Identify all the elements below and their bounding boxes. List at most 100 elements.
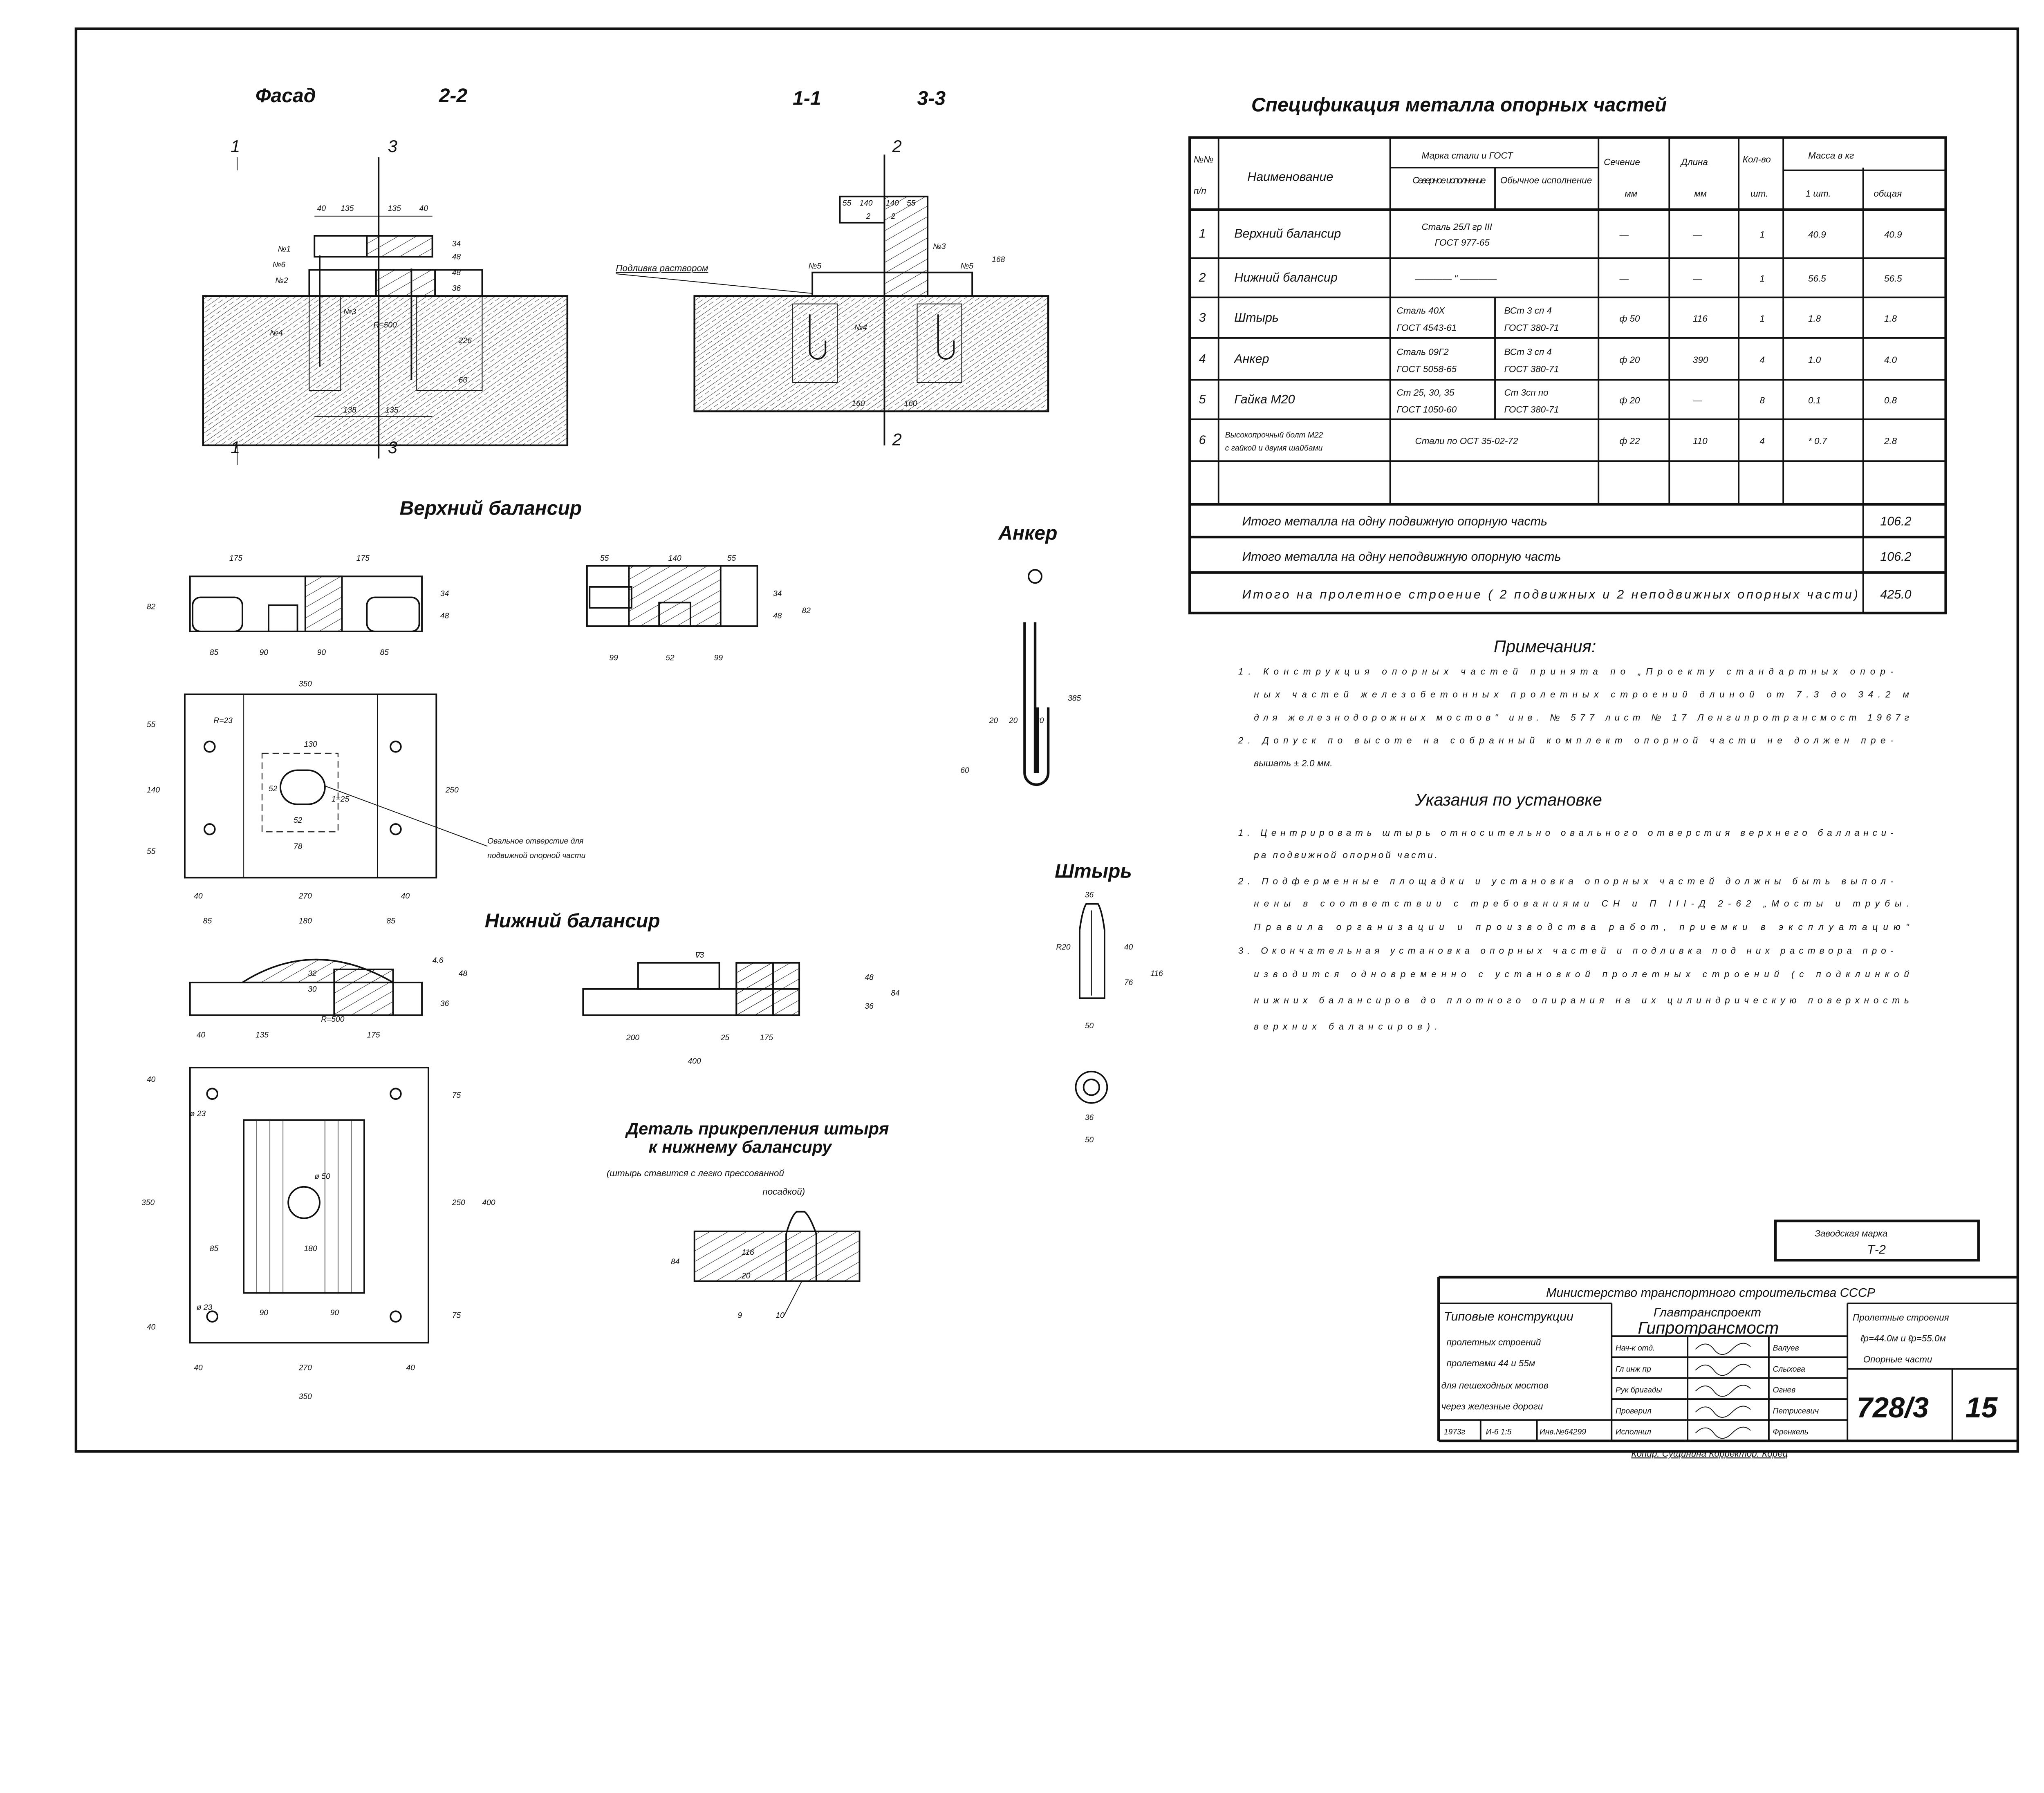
header-normal: Обычное исполнение <box>1500 175 1592 186</box>
lower-balancer-title: Нижний балансир <box>485 910 660 932</box>
row-section: — <box>1619 230 1629 240</box>
dim-label: 84 <box>671 1258 679 1266</box>
row-name: с гайкой и двумя шайбами <box>1225 444 1323 453</box>
section-mark-1-top: 1 <box>231 137 240 156</box>
dim-label: 32 <box>308 969 317 978</box>
row-number: 1 <box>1199 227 1206 241</box>
dim-label: 130 <box>304 740 317 749</box>
dim-label: 116 <box>742 1249 754 1257</box>
dim-label: 52 <box>294 816 303 825</box>
instruction-line: нижних балансиров до плотного опирания н… <box>1254 995 1909 1005</box>
row-steel-normal: ГОСТ 380-71 <box>1504 364 1559 374</box>
total-label: Итого металла на одну подвижную опорную … <box>1242 514 1547 528</box>
header-steel: Марка стали и ГОСТ <box>1422 150 1514 161</box>
section-2-2-title: 2-2 <box>439 85 468 107</box>
title-block: Министерство транспортного строительства… <box>1437 1276 2018 1459</box>
dim-label: 90 <box>260 649 269 657</box>
row-name: Штырь <box>1234 311 1279 325</box>
dim-label: 400 <box>688 1057 701 1066</box>
dim-label: 135 <box>388 204 401 213</box>
header-mass-one: 1 шт. <box>1806 188 1831 199</box>
dim-label: 350 <box>299 680 312 688</box>
dim-label: 85 <box>387 917 396 926</box>
project-title-line: пролетных строений <box>1446 1337 1541 1348</box>
detail-view: 84 116 20 9 10 <box>671 1211 861 1320</box>
dim-label: 175 <box>367 1031 380 1039</box>
dim-label: 9 <box>737 1311 742 1320</box>
drawing-sheet: Фасад 2-2 1-1 3-3 1 3 1 3 40 135 135 40 … <box>74 27 2019 1459</box>
instruction-line: 3. Окончательная установка опорных часте… <box>1238 945 1894 956</box>
dim-label: 180 <box>304 1245 317 1253</box>
project-title-line: пролетами 44 и 55м <box>1446 1358 1535 1368</box>
instruction-line: 2. Подферменные площадки и установка опо… <box>1238 876 1894 886</box>
part-mark: №1 <box>278 245 291 253</box>
header-num: №№ <box>1194 154 1214 164</box>
dim-label: 55 <box>600 554 609 563</box>
anchor-view: 20 20 20 385 60 <box>960 569 1081 786</box>
dim-label: 48 <box>440 612 449 620</box>
grout-label: Подливка раствором <box>616 263 708 273</box>
header-qty: Кол-во <box>1743 154 1771 164</box>
dim-label: 55 <box>147 848 156 856</box>
dim-label: 40 <box>147 1323 156 1332</box>
row-section: ф 50 <box>1620 313 1640 324</box>
signature <box>1695 1343 1751 1355</box>
section-1-1-view: 2 2 55 140 140 55 2 2 160 160 168 №5 №5 … <box>616 137 1049 449</box>
sheet-title-line: ℓр=44.0м и ℓр=55.0м <box>1860 1333 1946 1343</box>
dim-label: 36 <box>1085 1113 1094 1122</box>
row-steel-normal: ГОСТ 380-71 <box>1504 405 1559 415</box>
spec-title: Спецификация металла опорных частей <box>1251 94 1667 116</box>
instruction-line: Правила организации и производства работ… <box>1254 922 1910 932</box>
dim-label: 36 <box>1085 891 1094 900</box>
dim-label: 55 <box>843 199 852 208</box>
total-value: 106.2 <box>1880 550 1911 564</box>
lower-balancer-views: 40 135 175 R=500 32 30 36 48 4.6 200 25 … <box>141 951 900 1401</box>
row-length: 390 <box>1693 355 1708 365</box>
row-mass-one: 1.8 <box>1808 313 1821 324</box>
part-mark: №5 <box>809 262 822 271</box>
dim-label: R20 <box>1056 943 1071 952</box>
facade-title: Фасад <box>256 85 316 107</box>
row-number: 3 <box>1199 311 1206 325</box>
header-north: Северное исполнение <box>1412 175 1486 186</box>
dim-label: 226 <box>458 337 472 345</box>
dim-label: 40 <box>401 892 410 901</box>
part-mark: №3 <box>343 308 356 316</box>
total-value: 425.0 <box>1880 588 1911 602</box>
row-section: ф 20 <box>1620 395 1640 405</box>
dim-label: 135 <box>385 406 398 415</box>
dim-label: 75 <box>452 1091 461 1100</box>
dim-label: 34 <box>773 589 782 598</box>
signature <box>1695 1406 1751 1418</box>
section-mark-2-bottom: 2 <box>892 430 902 449</box>
instruction-line: изводится одновременно с установкой прол… <box>1254 969 1909 979</box>
sheet-frame <box>74 27 2019 1453</box>
dim-label: 20 <box>741 1272 751 1280</box>
note-line: ных частей железобетонных пролетных стро… <box>1254 689 1909 700</box>
dim-label: ø 50 <box>314 1173 330 1181</box>
total-label: Итого металла на одну неподвижную опорну… <box>1242 550 1561 564</box>
dim-label: 250 <box>452 1199 465 1207</box>
dim-label: 76 <box>1124 978 1133 987</box>
dim-label: 135 <box>341 204 354 213</box>
row-qty: 1 <box>1759 230 1764 240</box>
project-title-line: для пешеходных мостов <box>1441 1380 1549 1390</box>
dim-label: 85 <box>210 649 219 657</box>
org-name: Главтранспроект <box>1654 1305 1761 1319</box>
dim-label: R=500 <box>321 1015 344 1024</box>
dim-label: 48 <box>459 969 468 978</box>
note-line: 2. Допуск по высоте на собранный комплек… <box>1238 735 1894 745</box>
note-line: для железнодорожных мостов" инв. № 577 л… <box>1254 712 1909 723</box>
dim-label: 10 <box>775 1311 784 1320</box>
row-mass-total: 40.9 <box>1884 230 1902 240</box>
dim-label: 135 <box>343 406 356 415</box>
oval-hole-label-2: подвижной опорной части <box>487 851 585 860</box>
signatory-name: Огнев <box>1773 1386 1796 1395</box>
role-label: Проверил <box>1616 1407 1652 1415</box>
header-qty-unit: шт. <box>1750 188 1768 199</box>
row-steel: ———— " ———— <box>1415 273 1497 284</box>
row-mass-total: 4.0 <box>1884 355 1897 365</box>
row-steel-north: ГОСТ 4543-61 <box>1397 322 1457 333</box>
row-mass-total: 0.8 <box>1884 395 1897 405</box>
institute-name: Гипротрансмост <box>1638 1318 1779 1337</box>
